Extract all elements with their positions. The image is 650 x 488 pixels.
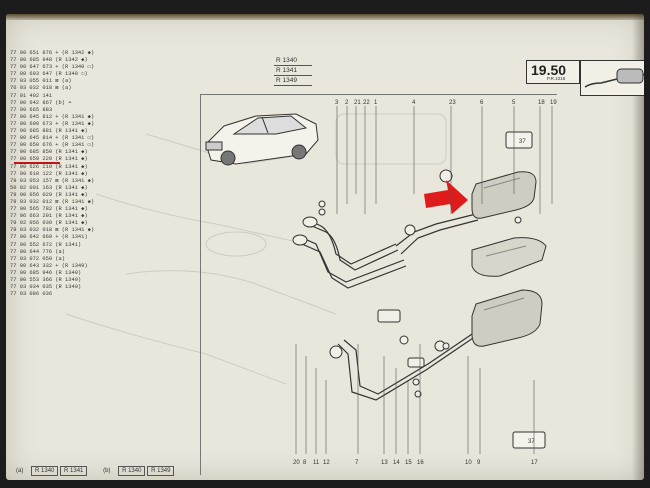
part-code-row: 77 00 645 812 + (R 1341 ◆) [10, 113, 95, 120]
diagram-frame [200, 94, 557, 475]
part-code-row: 76 03 032 018 ⊠ (a) [10, 85, 72, 92]
clamp [318, 131, 546, 449]
callout-number: 7 [355, 460, 359, 466]
callout-number: 5 [512, 100, 516, 106]
part-code-row: 77 00 553 366 (R 1349) [10, 277, 82, 283]
centre-silencer [471, 171, 537, 219]
exhaust-thumbnail-icon [580, 60, 644, 96]
part-code-row: 77 00 685 946 (R 1349) [10, 269, 82, 276]
part-code-row: 77 00 685 850 (R 1341 ◆) [10, 149, 88, 156]
callout-number: 4 [412, 100, 416, 106]
callout-number: 19 [550, 100, 557, 106]
callout-number: 14 [393, 460, 400, 466]
page-shadow [632, 14, 644, 480]
catalog-page: 77 00 651 876 + (R 1342 ◆)77 00 685 948 … [6, 14, 644, 480]
legend-a-model-2: R 1341 [60, 466, 88, 476]
part-code-row: 77 00 665 883 [10, 106, 53, 113]
legend: (a) R 1340 R 1341 (b) R 1340 R 1349 [16, 466, 175, 476]
part-code-row: 79 03 053 157 ⊠ (R 1341 ◆) [10, 177, 95, 184]
car-icon [205, 113, 319, 166]
callout-number: 3 [335, 100, 339, 106]
part-code-row: 79 00 056 029 (R 1341 ◆) [10, 191, 88, 198]
part-code-row: 77 00 651 876 + (R 1342 ◆) [10, 50, 95, 56]
model-ref-1: R 1340 [274, 56, 312, 66]
section-number: 19.50 [531, 62, 567, 78]
part-code-row: 77 00 642 867 (b) ➡ [10, 99, 72, 106]
callout-number: 9 [477, 460, 481, 466]
page-top-edge [6, 14, 644, 20]
part-code-row: 77 00 565 782 (R 1341 ◆) [10, 206, 88, 213]
part-code-row: 77 00 626 210 (R 1341 ◆) [10, 163, 88, 170]
heat-shield [471, 237, 547, 277]
part-code-row: 77 03 034 035 (R 1349) [10, 284, 82, 291]
part-code-row: 77 00 645 814 + (R 1341 ▭) [10, 135, 95, 142]
callout-number: 12 [323, 460, 330, 466]
part-code-row: 79 03 032 018 ⊠ (R 1341 ◆) [10, 227, 95, 234]
highlight-arrow [424, 180, 468, 214]
torque-label-top: 37 [519, 139, 526, 145]
legend-b-label: (b) [103, 468, 111, 474]
callout-number: 21 [354, 100, 361, 106]
part-code-row: 77 00 685 948 (R 1342 ◆) [10, 57, 88, 64]
part-code-row: 77 00 659 220 (R 1341 ◆) [10, 156, 88, 163]
part-code-row: 79 02 056 030 (R 1341 ◆) [10, 220, 88, 227]
part-code-row: 77 00 644 776 (a) [10, 248, 65, 255]
part-code-row: 77 03 072 050 (a) [10, 255, 65, 262]
part-code-list: 77 00 651 876 + (R 1342 ◆)77 00 685 948 … [10, 50, 122, 430]
front-pipe [297, 213, 479, 289]
part-code-row: 77 00 552 672 (R 1341) [10, 241, 82, 248]
part-code-row: 77 00 642 669 + (R 1341) [10, 234, 88, 241]
callout-number: 18 [538, 100, 545, 106]
callout-number: 13 [381, 460, 388, 466]
rear-silencer [471, 289, 543, 347]
callout-number: 16 [417, 460, 424, 466]
callout-number: 6 [480, 100, 484, 106]
part-code-row: 77 00 650 676 + (R 1341 ▭) [10, 142, 95, 149]
legend-a-label: (a) [16, 468, 24, 474]
part-code-row: 77 01 402 141 [10, 92, 53, 99]
page-reference: P.R.1018 [547, 76, 566, 81]
part-code-row: 50 02 001 163 (R 1341 ◆) [10, 184, 88, 191]
model-ref-3: R 1349 [274, 76, 312, 86]
part-code-row: 77 00 610 122 (R 1341 ◆) [10, 170, 88, 177]
model-ref-2: R 1341 [274, 66, 312, 76]
part-code-row: 77 00 690 673 + (R 1341 ◆) [10, 120, 95, 127]
callout-number: 17 [531, 460, 538, 466]
callout-number: 11 [313, 460, 320, 466]
callout-number: 8 [303, 460, 307, 466]
part-code-row: 77 03 086 036 [10, 291, 53, 298]
rear-pipe [337, 329, 479, 401]
callout-number: 1 [374, 100, 378, 106]
part-code-row: 77 00 693 647 (R 1340 ▭) [10, 71, 88, 78]
legend-a-model-1: R 1340 [31, 466, 59, 476]
torque-label-bottom: 37 [528, 439, 535, 445]
part-code-row: 79 03 032 012 ⊠ (R 1341 ◆) [10, 198, 95, 205]
part-code-row: 77 03 055 011 ⊠ (a) [10, 78, 72, 85]
callout-number: 2 [345, 100, 349, 106]
legend-b-model-1: R 1340 [118, 466, 146, 476]
part-code-row: 77 00 685 881 (R 1341 ◆) [10, 128, 88, 135]
callout-number: 10 [465, 460, 472, 466]
callout-number: 23 [449, 100, 456, 106]
model-reference-box: R 1340 R 1341 R 1349 [274, 56, 312, 86]
legend-b-model-2: R 1349 [147, 466, 175, 476]
part-code-row: 77 00 647 673 + (R 1340 ▭) [10, 64, 95, 71]
section-number-box: 19.50 P.R.1018 [526, 60, 580, 84]
part-code-row: 77 06 663 201 (R 1341 ◆) [10, 213, 88, 220]
highlight-underline [14, 162, 60, 164]
part-code-row: 77 00 643 332 + (R 1349) [10, 262, 88, 269]
callout-number: 20 [293, 460, 300, 466]
callout-number: 22 [363, 100, 370, 106]
flange [292, 169, 453, 246]
callout-number: 15 [405, 460, 412, 466]
